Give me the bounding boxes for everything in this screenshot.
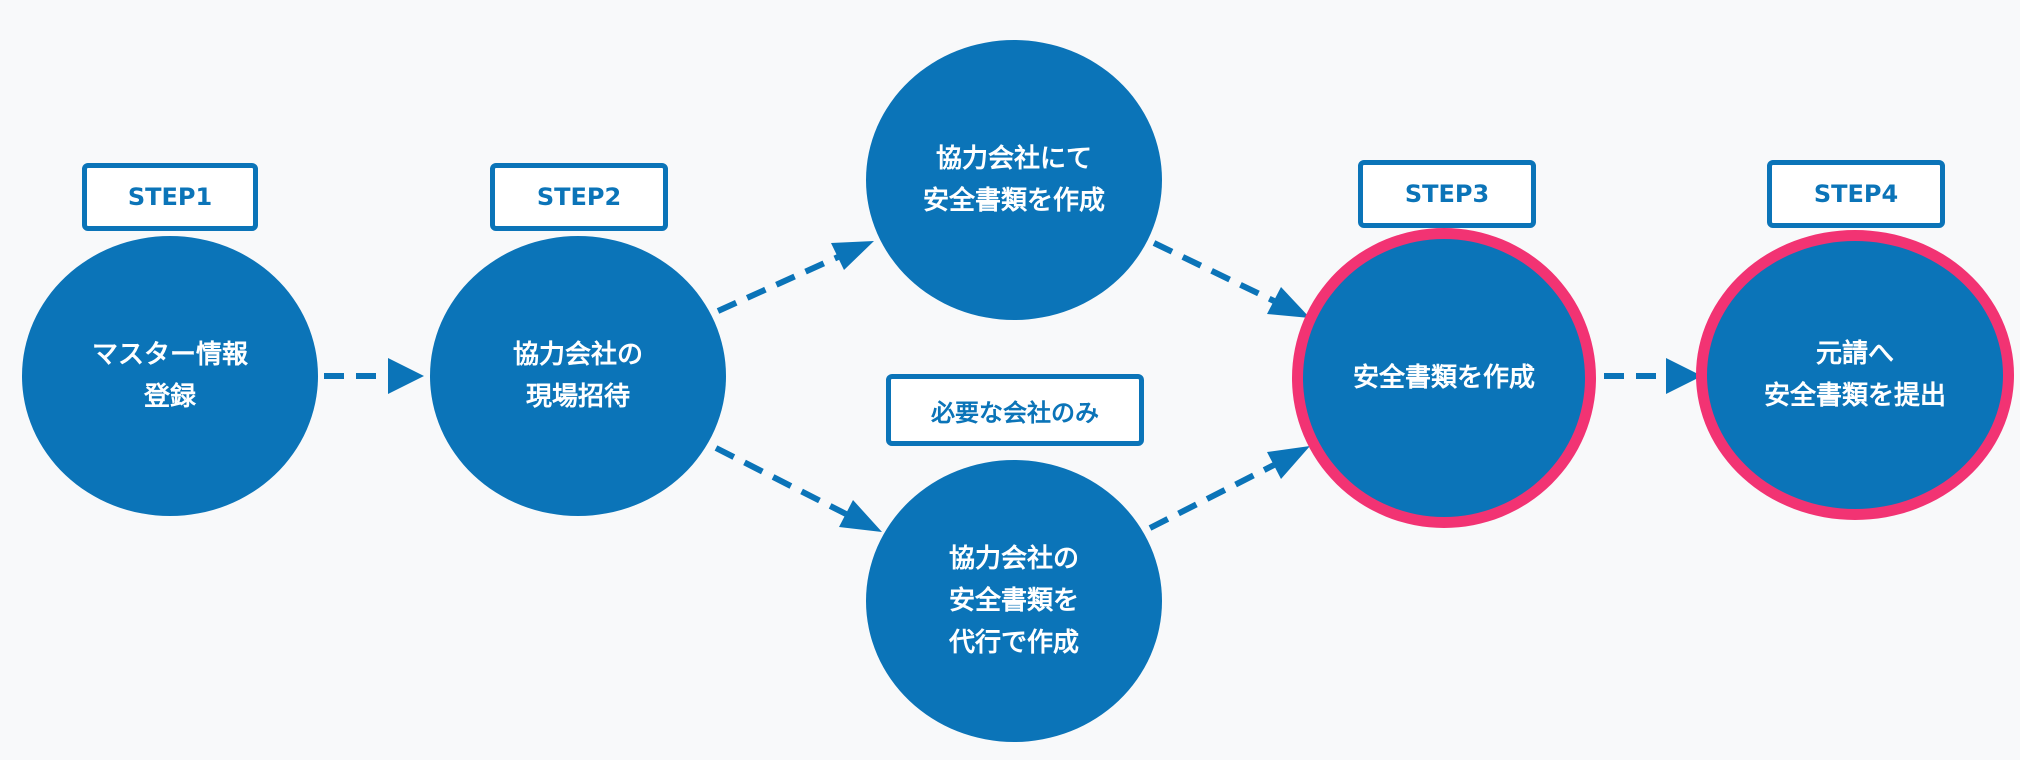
node-label: 安全書類を作成 [1352,363,1535,393]
step2-tag: STEP2 [490,163,668,231]
node-partner-creates-safety-docs: 協力会社にて 安全書類を作成 [866,40,1162,320]
step4-tag: STEP4 [1767,160,1945,228]
node-label: マスター情報 登録 [91,340,248,412]
node-create-docs-on-behalf: 協力会社の 安全書類を 代行で作成 [866,460,1162,742]
node-master-info-registration: マスター情報 登録 [22,236,318,516]
step3-tag: STEP3 [1358,160,1536,228]
arrow-create-on-behalf-to-step3 [1148,446,1310,531]
node-submit-docs-to-contractor: 元請へ 安全書類を提出 [1696,230,2014,520]
node-label: 協力会社の 現場招待 [512,340,643,412]
node-label: 協力会社の 安全書類を 代行で作成 [948,544,1079,658]
arrow-step2-to-partner-creates [716,241,874,314]
arrow-step1-to-step2 [324,358,424,394]
node-label: 協力会社にて 安全書類を作成 [922,144,1105,216]
arrow-step3-to-step4 [1604,358,1702,394]
step1-tag: STEP1 [82,163,258,231]
node-create-safety-docs: 安全書類を作成 [1292,228,1596,528]
optional-note-tag: 必要な会社のみ [886,374,1144,446]
node-invite-partner-to-site: 協力会社の 現場招待 [430,236,726,516]
arrow-partner-creates-to-step3 [1152,240,1310,318]
arrow-step2-to-create-on-behalf [714,445,882,532]
node-label: 元請へ 安全書類を提出 [1763,339,1946,411]
